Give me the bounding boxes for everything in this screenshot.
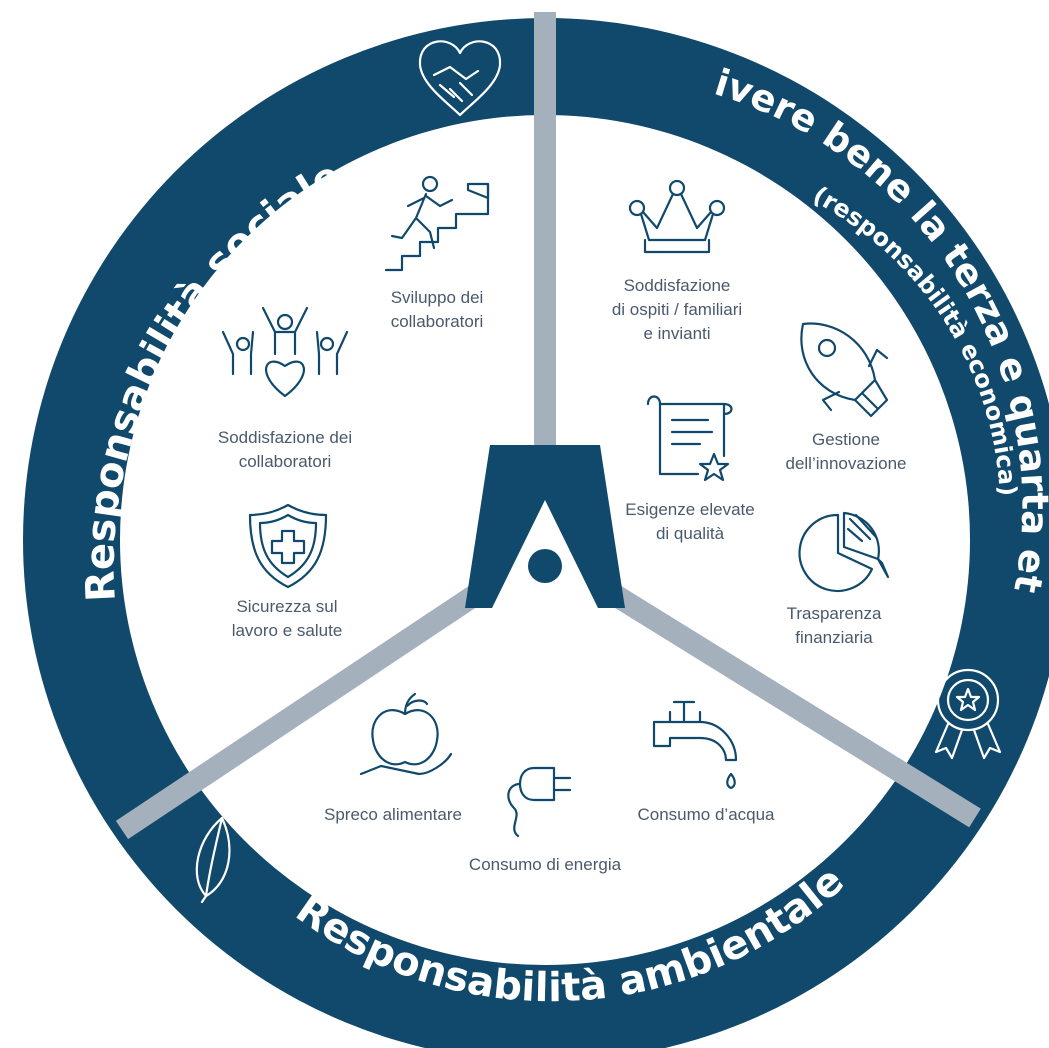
heart-handshake-icon	[418, 40, 502, 117]
item-label-line: di ospiti / familiari	[612, 300, 742, 319]
svg-text:di qualità: di qualità	[656, 524, 725, 543]
item-label-line: Sicurezza sul	[236, 597, 337, 616]
divider-left	[115, 585, 482, 840]
item-label-line: Consumo d’acqua	[637, 805, 775, 824]
svg-text:Sviluppo dei: Sviluppo dei	[391, 288, 484, 307]
svg-text:e invianti: e invianti	[643, 324, 710, 343]
item-label-line: e invianti	[643, 324, 710, 343]
item-label-line: Spreco alimentare	[324, 805, 462, 824]
pie-chart-icon	[798, 511, 890, 593]
item-energia: Consumo di energia	[469, 855, 622, 874]
crown-icon	[628, 179, 726, 254]
item-label-line: Sviluppo dei	[391, 288, 484, 307]
svg-text:di ospiti / familiari: di ospiti / familiari	[612, 300, 742, 319]
svg-text:lavoro e salute: lavoro e salute	[232, 621, 343, 640]
svg-text:Gestione: Gestione	[812, 430, 880, 449]
svg-text:Esigenze elevate: Esigenze elevate	[625, 500, 754, 519]
plug-icon	[507, 766, 572, 838]
item-label-line: collaboratori	[239, 452, 332, 471]
item-qualita: Esigenze elevate di qualità	[625, 500, 754, 543]
apple-hand-icon	[359, 692, 453, 776]
inner-disc	[120, 115, 970, 965]
leaf-icon	[195, 816, 231, 904]
item-label-line: Soddisfazione dei	[218, 428, 352, 447]
item-label-line: collaboratori	[391, 312, 484, 331]
svg-text:collaboratori: collaboratori	[239, 452, 332, 471]
svg-text:Trasparenza: Trasparenza	[787, 604, 882, 623]
svg-text:collaboratori: collaboratori	[391, 312, 484, 331]
divider-right	[609, 585, 981, 828]
item-trasparenza: Trasparenza finanziaria	[787, 604, 882, 647]
item-acqua: Consumo d’acqua	[637, 805, 775, 824]
item-label-line: lavoro e salute	[232, 621, 343, 640]
svg-text:Consumo d’acqua: Consumo d’acqua	[637, 805, 775, 824]
svg-text:dell’innovazione: dell’innovazione	[786, 454, 907, 473]
document-star-icon	[646, 395, 733, 482]
svg-text:Soddisfazione dei: Soddisfazione dei	[218, 428, 352, 447]
item-label-line: Trasparenza	[787, 604, 882, 623]
people-heart-icon	[221, 306, 349, 398]
item-label-line: finanziaria	[795, 628, 873, 647]
climbing-person-flag-icon	[384, 175, 490, 272]
item-soddisfazione-ospiti: Soddisfazione di ospiti / familiari e in…	[612, 276, 742, 343]
svg-text:Sicurezza sul: Sicurezza sul	[236, 597, 337, 616]
item-spreco: Spreco alimentare	[324, 805, 462, 824]
shield-cross-icon	[248, 503, 328, 589]
rocket-icon	[800, 322, 889, 418]
svg-text:Consumo di energia: Consumo di energia	[469, 855, 622, 874]
award-rosette-icon	[934, 668, 1002, 760]
item-soddisfazione-collaboratori: Soddisfazione dei collaboratori	[218, 428, 352, 471]
item-label-line: dell’innovazione	[786, 454, 907, 473]
a-logo-icon	[465, 445, 625, 608]
svg-text:Spreco alimentare: Spreco alimentare	[324, 805, 462, 824]
item-sviluppo: Sviluppo dei collaboratori	[391, 288, 484, 331]
water-tap-icon	[652, 700, 738, 790]
item-label-line: Esigenze elevate	[625, 500, 754, 519]
item-innovazione: Gestione dell’innovazione	[786, 430, 907, 473]
item-label-line: di qualità	[656, 524, 725, 543]
item-label-line: Consumo di energia	[469, 855, 622, 874]
svg-text:finanziaria: finanziaria	[795, 628, 873, 647]
item-label-line: Gestione	[812, 430, 880, 449]
item-label-line: Soddisfazione	[624, 276, 731, 295]
section-dividers	[115, 12, 981, 840]
svg-text:Soddisfazione: Soddisfazione	[624, 276, 731, 295]
item-sicurezza: Sicurezza sul lavoro e salute	[232, 597, 343, 640]
